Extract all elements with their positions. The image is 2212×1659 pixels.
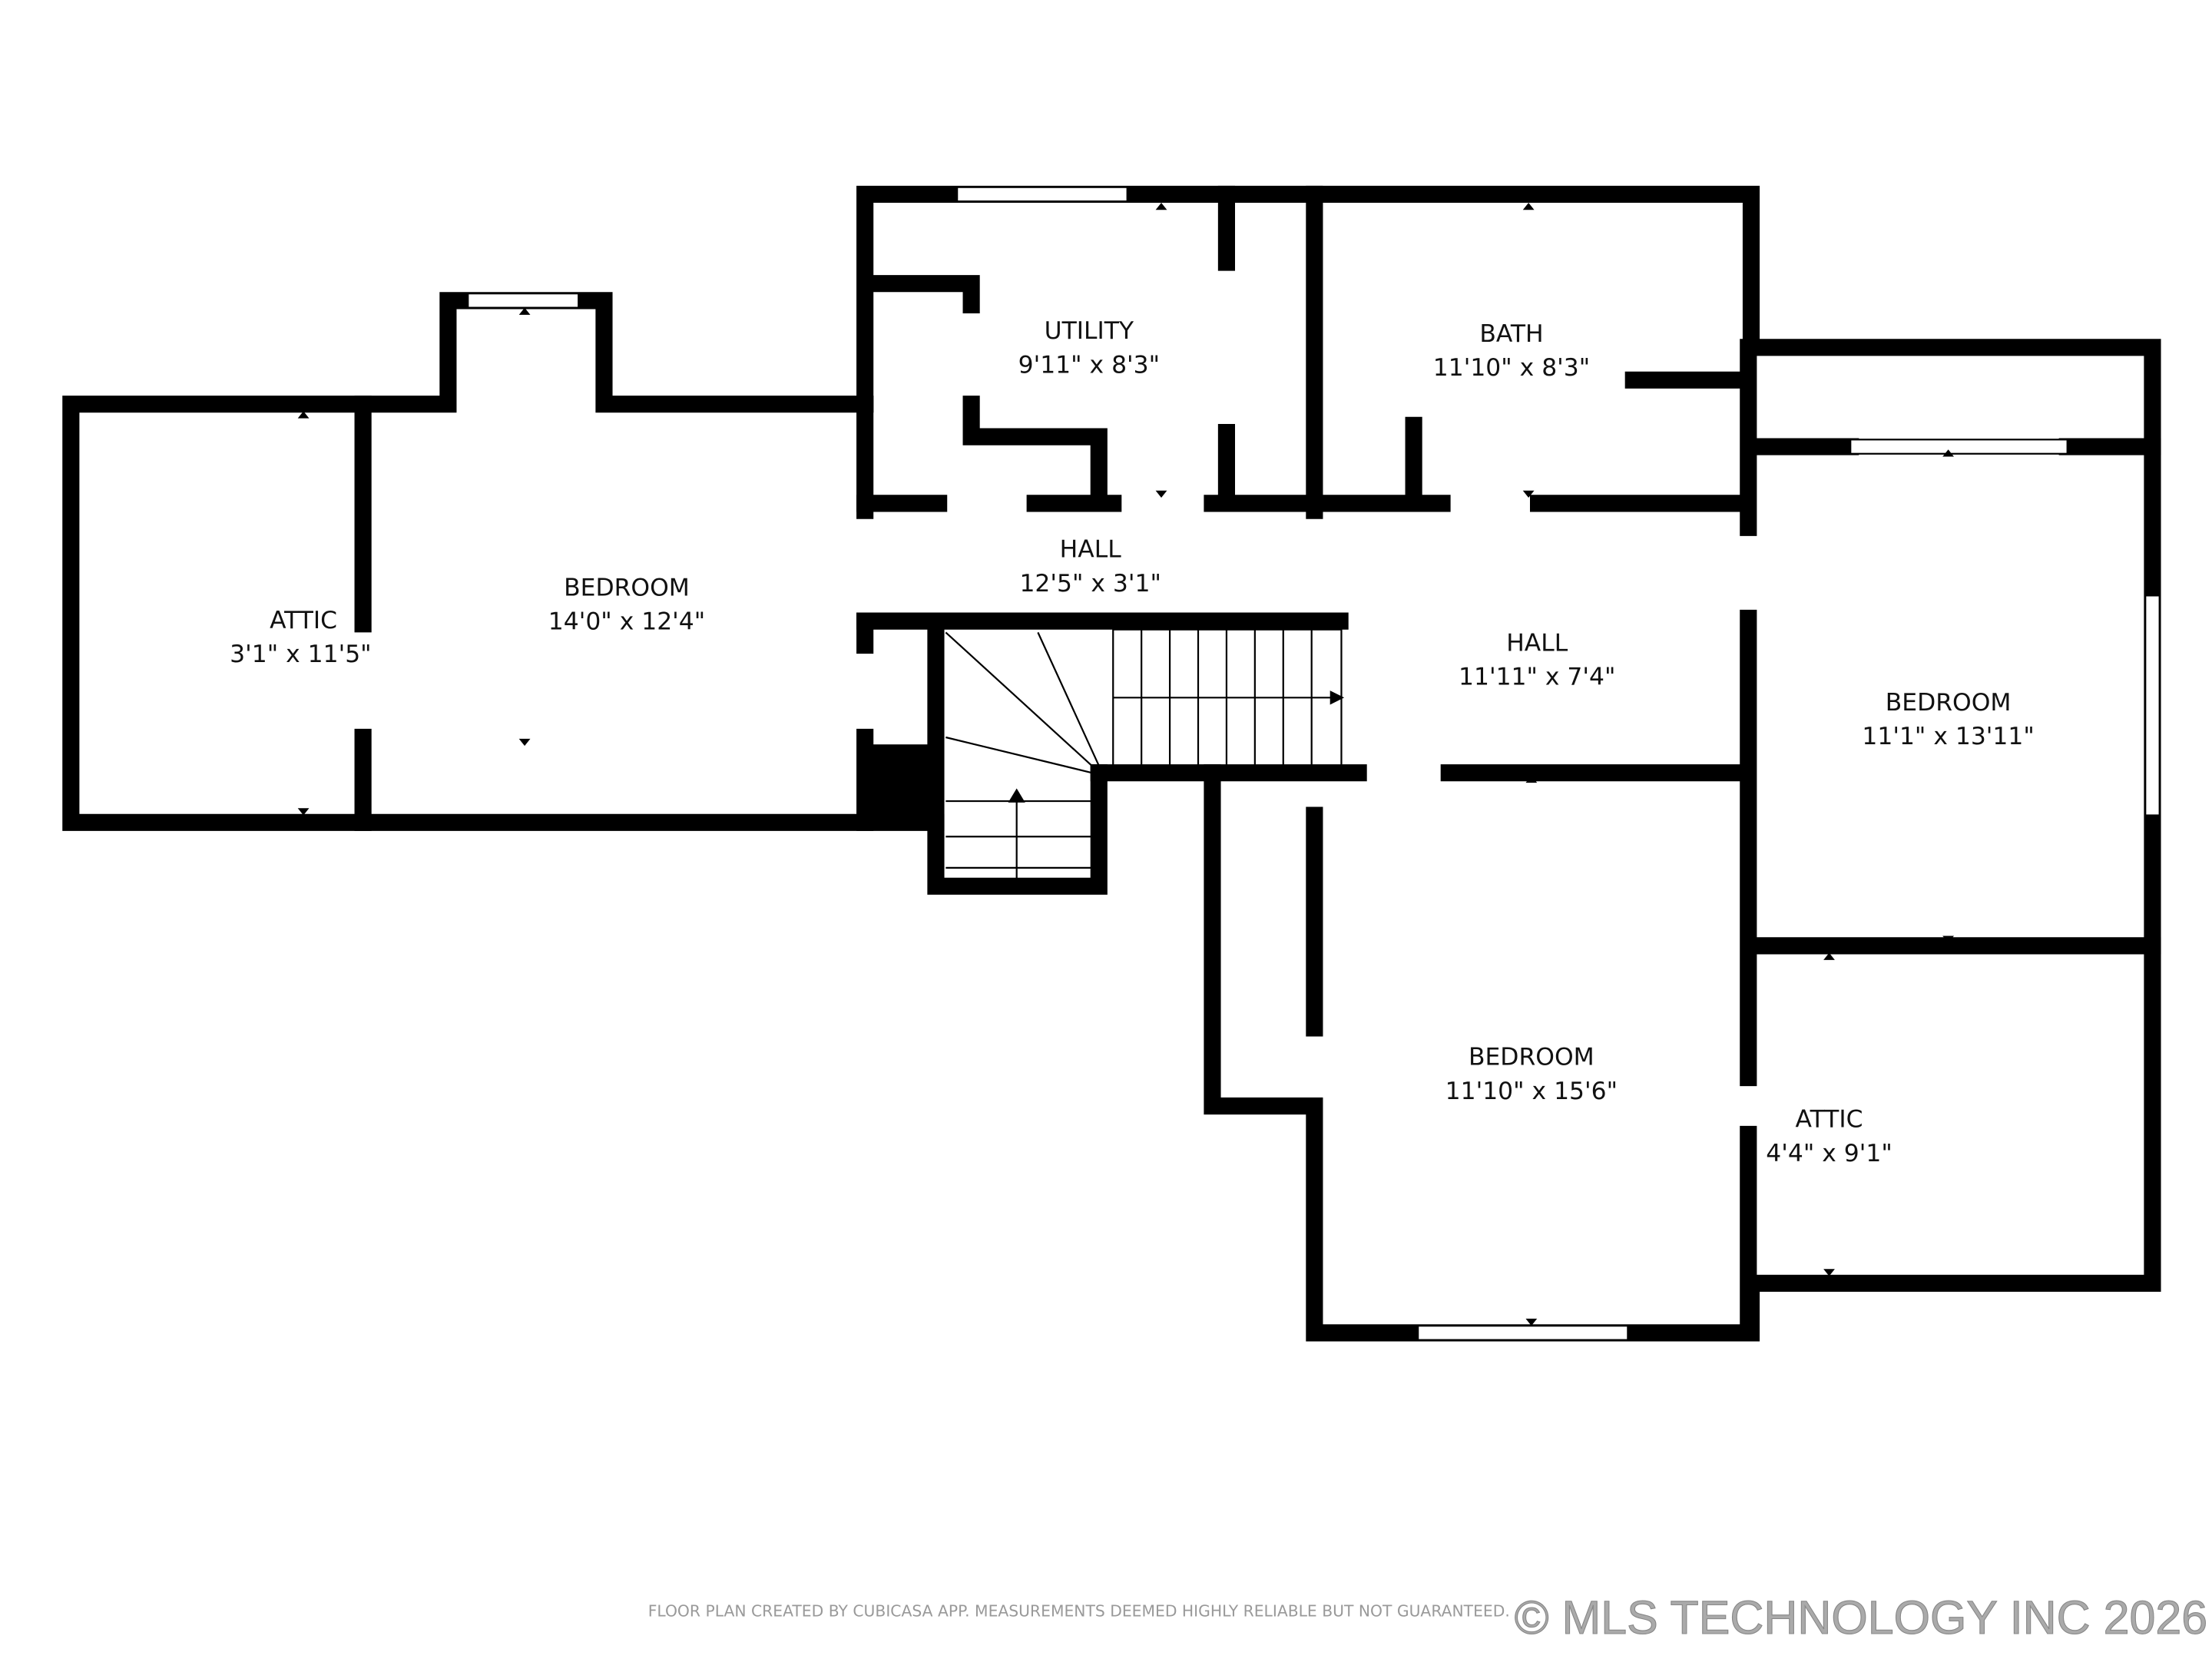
room-attic-right-size: 4'4" x 9'1" [1766,1140,1892,1167]
room-attic-left-size: 3'1" x 11'5" [230,641,371,668]
room-bedroom-left-size: 14'0" x 12'4" [548,608,705,636]
room-bath-size: 11'10" x 8'3" [1433,354,1590,382]
disclaimer-text: FLOOR PLAN CREATED BY CUBICASA APP. MEAS… [648,1602,1510,1621]
room-labels: ATTIC 3'1" x 11'5" BEDROOM 14'0" x 12'4"… [230,317,2035,1167]
room-hall-upper-size: 12'5" x 3'1" [1019,570,1161,598]
copyright-watermark: © MLS TECHNOLOGY INC 2026 [1515,1591,2207,1644]
room-hall-upper-name: HALL [1060,536,1122,564]
room-bedroom-bottom-name: BEDROOM [1469,1043,1594,1071]
room-bedroom-right-name: BEDROOM [1886,689,2012,717]
room-attic-right-name: ATTIC [1796,1106,1863,1134]
walls [62,185,2161,1342]
room-hall-center-name: HALL [1506,629,1568,657]
dimension-markers [297,203,1954,1326]
room-utility-name: UTILITY [1045,317,1134,345]
room-bedroom-left-name: BEDROOM [564,574,690,601]
room-utility-size: 9'11" x 8'3" [1018,352,1160,379]
room-attic-left-name: ATTIC [270,607,337,634]
windows [467,186,2161,1341]
room-hall-center-size: 11'11" x 7'4" [1459,664,1615,691]
room-bedroom-right-size: 11'1" x 13'11" [1862,723,2034,750]
room-bath-name: BATH [1479,320,1543,348]
stairs [945,628,1345,886]
room-bedroom-bottom-size: 11'10" x 15'6" [1445,1078,1618,1105]
